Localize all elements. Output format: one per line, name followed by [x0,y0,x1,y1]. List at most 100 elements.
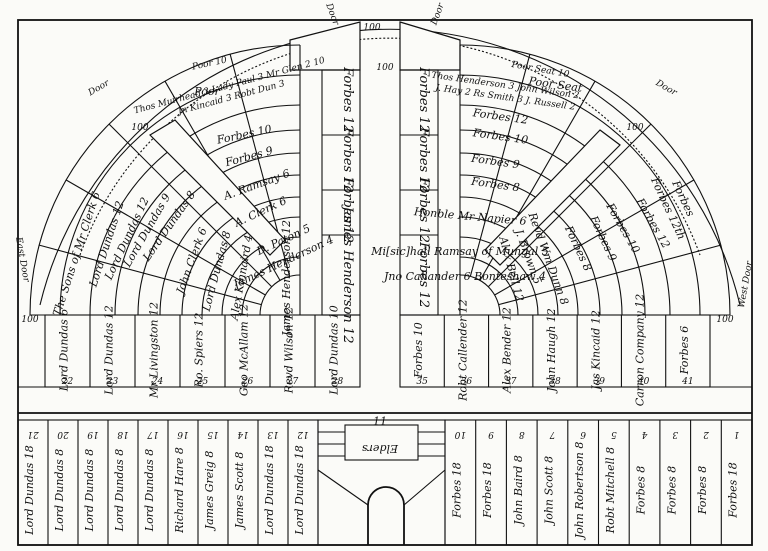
middle-right-pew-num-40: 40 [637,377,650,387]
bench-mark-left-2: 100 [21,315,38,325]
bottom-right-pew-num-9: 9 [488,429,494,439]
left-radial-pew-6: John Clerk 6 [173,226,210,298]
centre-left-pew-3: Forbes 12 [340,176,355,243]
bottom-left-pew-12: Lord Dundas 18 [293,445,306,535]
bottom-right-pew-num-3: 3 [672,429,678,439]
bottom-right-pew-num-1: 1 [734,429,740,439]
bottom-right-pew-num-7: 7 [549,429,555,439]
centre-left-pew-1: Forbes 12 [340,66,355,133]
middle-right-pew-35: Forbes 10 [412,322,425,379]
middle-right-pew-38: John Haugh 12 [545,308,558,394]
bottom-left-pew-num-21: 21 [27,429,39,439]
middle-left-pew-27: Revd Wilson 12 [283,307,296,395]
poor-label: Poor [193,85,220,98]
outer-arc-2 [39,28,741,306]
middle-right-pew-num-39: 39 [594,377,606,387]
right-arc-pew-2: Mi[sic]hall Ramsay of Mungal 5 [370,245,549,258]
bottom-left-pew-21: Lord Dundas 18 [23,445,36,535]
bottom-right-pew-5: Robt Mitchell 8 [604,447,617,534]
middle-left-pew-28: Lord Dundas 10 [328,305,341,395]
door-right-label: Door [653,78,679,99]
bottom-right-pew-2: Forbes 8 [696,466,709,516]
bottom-right-pew-num-5: 5 [611,429,617,439]
centre-left-pew-4: James Henderson 12 [340,204,355,344]
middle-right-pew-39: Jas Kincaid 12 [589,310,602,392]
bottom-left-pew-18: Lord Dundas 8 [113,449,126,532]
left-arc-pew-6: Forbes 10 [215,122,273,146]
door-top-left-label: Door [323,1,341,27]
middle-right-pew-37: Alex Bender 12 [501,307,514,394]
middle-right-pew-num-41: 41 [681,377,693,387]
bottom-left-pew-num-13: 13 [267,429,279,439]
middle-left-pew-25: Ro. Spiers 12 [193,313,206,389]
right-arc-pew-4: Forbes 8 [470,175,521,195]
door-top-right-label: Door [429,1,447,27]
left-diagonal-aisle [149,119,286,256]
bottom-right-pew-8: John Baird 8 [512,455,525,527]
bottom-right-pew-1: Forbes 18 [727,462,740,519]
middle-left-pew-num-23: 23 [106,377,119,387]
right-arc-pew-1: Jno Callander 6 Bonteshaw 4 [382,270,546,283]
centre-right-pew-1: Forbes 12 [416,66,431,133]
centre-right-pew-2: Forbes 12 [416,126,431,193]
pulpit-arch [367,486,405,545]
bottom-left-pew-num-17: 17 [147,429,159,439]
middle-left-pew-23: Lord Dundas 12 [103,305,116,395]
middle-right-pew-num-36: 36 [461,377,473,387]
bottom-right-pew-num-2: 2 [703,429,710,439]
middle-left-pew-num-22: 22 [61,377,74,387]
centre-right-pew-3: Forbes 12 [416,176,431,243]
bottom-left-pew-20: Lord Dundas 8 [53,449,66,532]
middle-right-pew-num-37: 37 [505,377,517,387]
bottom-right-pew-num-4: 4 [641,429,648,439]
pulpit-steps [317,424,446,545]
middle-left-pew-num-27: 27 [286,377,299,387]
middle-left-pew-num-24: 24 [151,377,164,387]
elders-area [317,419,446,546]
middle-left-pew-24: Mr Livingston 12 [148,302,161,399]
middle-left-pew-22: Lord Dundas 6 [58,309,71,392]
middle-right-pew-36: Robt Callender 12 [456,299,469,402]
bottom-left-pew-num-12: 12 [297,429,309,439]
middle-right-pew-num-35: 35 [416,377,428,387]
left-radial-pew-1: The Sons of Mr Clerk 6 [50,190,103,318]
bottom-right-pew-num-10: 10 [454,429,466,439]
bottom-right-pew-3: Forbes 8 [665,466,678,516]
right-radial-pew-4: Forbes 8 [562,223,595,273]
bottom-right-pew-10: Forbes 18 [450,462,463,519]
door-left-label: Door [86,78,112,99]
elders-label: Elders [362,442,399,455]
bottom-right-pew-7: John Scott 8 [542,456,555,526]
bottom-left-pew-15: James Greig 8 [203,451,216,532]
bench-mark-top-left: 100 [363,23,380,33]
right-arc-pew-6: Forbes 10 [471,126,529,147]
right-diagonal-aisle [484,129,621,266]
left-arc-pews [29,44,301,316]
right-arc-pew-5: Forbes 9 [470,152,521,172]
bottom-right-pew-num-6: 6 [580,429,586,439]
middle-left-pew-num-26: 26 [241,377,254,387]
bottom-left-pew-19: Lord Dundas 8 [83,449,96,532]
bench-mark-right: 100 [626,123,643,133]
bottom-left-pew-14: James Scott 8 [233,452,246,531]
bottom-left-pew-num-18: 18 [117,429,129,439]
middle-left-pew-num-25: 25 [196,377,209,387]
middle-right-pew-num-38: 38 [549,377,561,387]
middle-left-pew-26: Geo McAllam 12 [238,304,251,396]
bottom-right-pew-9: Forbes 18 [481,462,494,519]
bottom-left-pew-16: Richard Hare 8 [173,447,186,534]
outer-arc [79,37,701,256]
bench-mark-right-2: 100 [716,315,733,325]
right-arc-pew-7: Forbes 12 [471,106,529,127]
left-arc-pew-8: Thos Muirhead 3 Lady Paul 3 Mr Glen 2 10 [133,56,326,117]
east-door-label: East Door [13,235,31,283]
centre-left-pew-2: Forbes 12 [340,126,355,193]
middle-left-pew-num-28: 28 [331,377,344,387]
left-radial-pew-9: James Henderson 12 [280,220,293,338]
bottom-right-pew-num-8: 8 [519,429,525,439]
bottom-left-pew-num-20: 20 [57,429,70,439]
top-right-stair [399,21,461,71]
middle-right-pew-40: Carron Company 12 [634,294,647,407]
